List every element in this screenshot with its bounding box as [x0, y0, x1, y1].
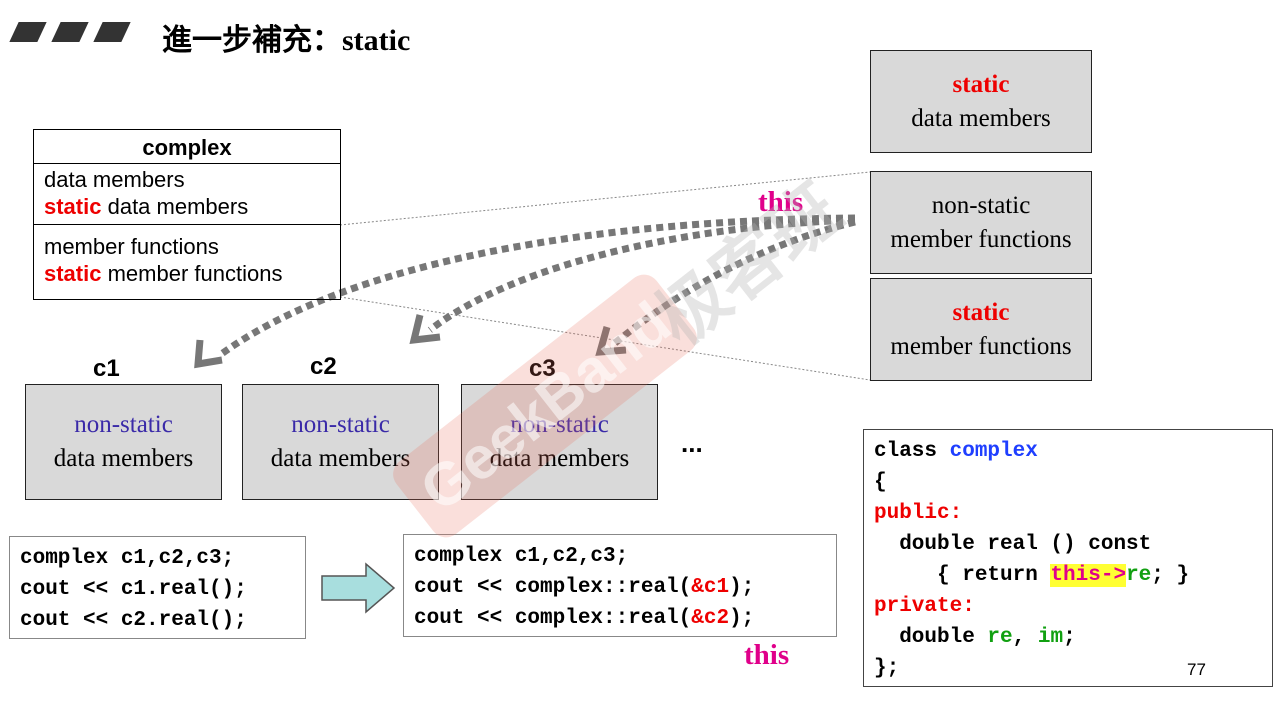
object-c2-box: non-static data members [242, 384, 439, 500]
code-box-middle: complex c1,c2,c3;cout << complex::real(&… [403, 534, 837, 637]
data-members-label: data members [44, 167, 185, 192]
connector-line-top [339, 171, 871, 226]
static-data-members-box: static data members [870, 50, 1092, 153]
arrowhead-c1 [194, 339, 223, 369]
static-member-functions-box: static member functions [870, 278, 1092, 381]
static-member-functions-label: static member functions [44, 261, 283, 286]
class-name: complex [34, 130, 340, 164]
page-number: 77 [1187, 660, 1206, 679]
object-c1-box: non-static data members [25, 384, 222, 500]
transform-arrow-icon [321, 562, 396, 614]
page-title: 進一步補充：static [162, 24, 411, 57]
static-data-members-label: static data members [44, 194, 249, 219]
object-label-c1: c1 [93, 355, 120, 382]
more-objects-ellipsis: ... [681, 428, 703, 458]
code-box-class-definition: class complex{public: double real () con… [863, 429, 1273, 687]
class-function-section: member functions static member functions [34, 225, 340, 287]
code-box-left: complex c1,c2,c3;cout << c1.real();cout … [9, 536, 306, 639]
arrow-to-c3 [612, 218, 856, 346]
class-complex-box: complex data members static data members… [33, 129, 341, 300]
object-label-c2: c2 [310, 353, 337, 380]
member-functions-label: member functions [44, 234, 219, 259]
arrow-to-c2 [427, 216, 856, 333]
this-label-bottom: this [744, 639, 790, 671]
class-data-section: data members static data members [34, 164, 340, 225]
object-c3-box: non-static data members [461, 384, 658, 500]
this-label-top: this [758, 186, 804, 218]
arrow-to-c1 [217, 214, 856, 358]
arrowhead-c2 [409, 314, 441, 345]
nonstatic-member-functions-box: non-static member functions [870, 171, 1092, 274]
object-label-c3: c3 [529, 355, 556, 382]
arrowhead-c3 [595, 326, 627, 356]
